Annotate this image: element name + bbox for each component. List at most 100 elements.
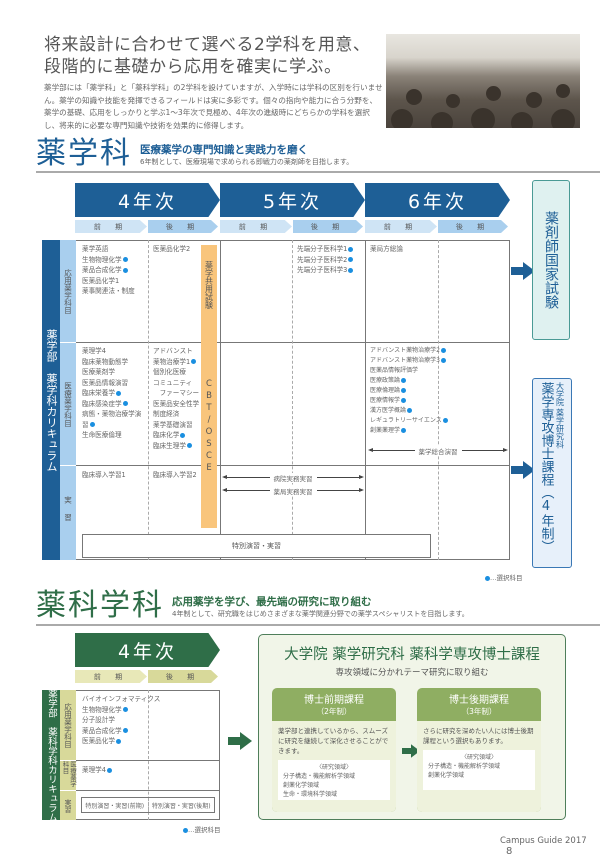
course-item: 薬品合成化学 — [82, 265, 146, 276]
science-header: 薬科学科 応用薬学を学び、最先端の研究に取り組む 4年制として、研究職をはじめさ… — [36, 590, 469, 622]
course-name: 分子設計学 — [82, 716, 115, 724]
course-item: 臨床栄養学 — [82, 388, 146, 399]
selective-dot-icon — [348, 257, 354, 262]
selective-dot-icon — [401, 428, 407, 433]
year-4-header: 4年次 — [75, 183, 220, 217]
field-label: 〈研究領域〉 — [460, 754, 497, 761]
arrow-right-icon — [228, 732, 252, 750]
course-item: 医療倫理論 — [370, 386, 448, 396]
course-name: 臨床感染症学 — [82, 399, 122, 408]
selective-dot-icon — [186, 443, 192, 448]
period-second: 後 期 — [438, 220, 508, 233]
course-name: バイオインフォマティクス — [82, 695, 161, 703]
course-name: 薬学基礎演習 — [153, 420, 193, 429]
span-label: 薬学総合演習 — [414, 445, 462, 456]
course-item: 医療政策論 — [370, 376, 448, 386]
doctoral-course-label: 薬学専攻博士課程（4年制） — [538, 382, 554, 553]
course-name: 臨床生理学 — [153, 441, 186, 450]
period-first: 前 期 — [220, 220, 292, 233]
course-item: 医療情報学 — [370, 396, 448, 406]
course-name: アドバンスト薬物治療学2 — [370, 347, 440, 354]
course-item: ファーマシー — [153, 388, 200, 399]
field-item: 生命・環境科学領域 — [283, 791, 338, 798]
selective-dot-icon — [122, 728, 128, 733]
period-first: 前 期 — [75, 670, 147, 683]
doctor-text: さらに研究を深めたい人には博士後期課程という選択もあります。 — [423, 727, 534, 745]
course-name: 薬学英語 — [82, 245, 109, 253]
course-item: 漢方医学概論 — [370, 406, 448, 416]
intro-headline: 将来設計に合わせて選べる2学科を用意、 段階的に基礎から応用を確実に学ぶ。 — [44, 34, 370, 78]
course-item: 医療薬剤学 — [82, 367, 146, 378]
course-name: 医薬品化学1 — [82, 276, 120, 285]
footer: Campus Guide 2017 8 — [500, 836, 600, 857]
course-name: 薬物治療学1 — [153, 357, 191, 366]
selective-dot-icon — [191, 359, 197, 364]
course-name: 臨床栄養学 — [82, 389, 115, 397]
field-item: 分子構造・機能解析学領域 — [283, 773, 356, 780]
course-name: 薬事関連法・制度 — [82, 287, 135, 295]
master-text: 薬学部と連携しているから、スムーズに研究を継続して深化させることができます。 — [278, 727, 389, 755]
divider — [36, 624, 600, 626]
course-name: アドバンスト薬物治療学3 — [370, 357, 440, 364]
course-item: 医薬品化学2 — [153, 244, 199, 255]
course-name: 制度経済 — [153, 410, 180, 418]
course-name: 個別化医療 — [153, 368, 186, 376]
course-item: 医薬品情報評価学 — [370, 366, 448, 376]
course-name: 先端分子医科学3 — [297, 266, 348, 274]
course-item: 臨床薬物動態学 — [82, 357, 146, 368]
science-applied-list: バイオインフォマティクス生物物理化学分子設計学薬品合成化学医薬品化学 — [82, 694, 160, 747]
course-name: 薬局方総論 — [370, 245, 403, 253]
course-name: 漢方医学概論 — [370, 407, 407, 414]
course-item: 医薬品安全性学 — [153, 399, 200, 410]
grad-title: 大学院 薬学研究科 薬科学専攻博士課程 — [284, 647, 540, 663]
year-5-header: 5年次 — [220, 183, 365, 217]
national-exam-box: 薬剤師国家試験 — [532, 180, 570, 340]
course-item: 薬品合成化学 — [82, 726, 160, 737]
course-name: 医療薬剤学 — [82, 368, 115, 376]
headline-line-1: 将来設計に合わせて選べる2学科を用意、 — [44, 35, 371, 55]
course-item: 薬学基礎演習 — [153, 420, 200, 431]
selective-dot-icon — [401, 398, 407, 403]
course-name: 薬品合成化学 — [82, 726, 122, 735]
course-name: 生物物理化学 — [82, 705, 122, 714]
course-name: 生命医療倫理 — [82, 431, 122, 439]
special-practice-box: 特別演習・実習 — [82, 534, 431, 558]
period-first: 前 期 — [365, 220, 437, 233]
course-name: ファーマシー — [153, 389, 200, 397]
selective-dot-icon — [441, 358, 446, 363]
period-first: 前 期 — [75, 220, 147, 233]
intro-body: 薬学部には「薬学科」と「薬科学科」の2学科を設けていますが、入学時には学科の区別… — [44, 83, 383, 130]
course-name: 臨床薬物動態学 — [82, 357, 129, 366]
master-course-card: 博士前期課程 （2年制） 薬学部と連携しているから、スムーズに研究を継続して深化… — [272, 688, 396, 812]
course-item: 先端分子医科学2 — [297, 255, 354, 266]
selective-dot-icon — [106, 767, 112, 773]
arrow-right-icon — [402, 744, 420, 758]
course-item: レギュラトリーサイエンス — [370, 416, 448, 426]
page-number: 8 — [506, 846, 513, 857]
selective-dot-icon — [115, 390, 121, 396]
course-name: 薬品合成化学 — [82, 266, 122, 274]
doctor-title: 博士後期課程 — [449, 695, 509, 706]
course-item: 薬局方総論 — [370, 244, 403, 255]
course-name: 薬理学4 — [82, 766, 106, 774]
course-item: 創薬薬理学 — [370, 426, 448, 436]
course-name: 医薬品化学 — [82, 737, 115, 745]
category-applied: 応用薬学科目 — [60, 240, 76, 342]
course-item: 先端分子医科学3 — [297, 265, 354, 276]
category-medical: 医療薬学科目 — [60, 761, 77, 790]
selective-dot-icon — [485, 575, 490, 581]
footer-guide: Campus Guide 2017 — [500, 836, 587, 846]
span-label: 病院実務実習 — [269, 472, 317, 483]
course-item: 臨床生理学 — [153, 441, 200, 452]
category-applied: 応用薬学科目 — [60, 690, 76, 760]
course-name: 医薬品安全性学 — [153, 399, 200, 408]
pharmacy-subtitle: 医療薬学の専門知識と実践力を磨く — [140, 144, 308, 156]
headline-line-2: 段階的に基礎から応用を確実に学ぶ。 — [44, 57, 342, 77]
course-name: コミュニティ — [153, 378, 193, 387]
divider — [36, 171, 600, 173]
cbt-osce-label: CBT/OSCE — [201, 325, 217, 528]
field-item: 創薬化学領域 — [428, 772, 465, 779]
common-exam-label: 薬学共用試験 — [201, 245, 217, 325]
